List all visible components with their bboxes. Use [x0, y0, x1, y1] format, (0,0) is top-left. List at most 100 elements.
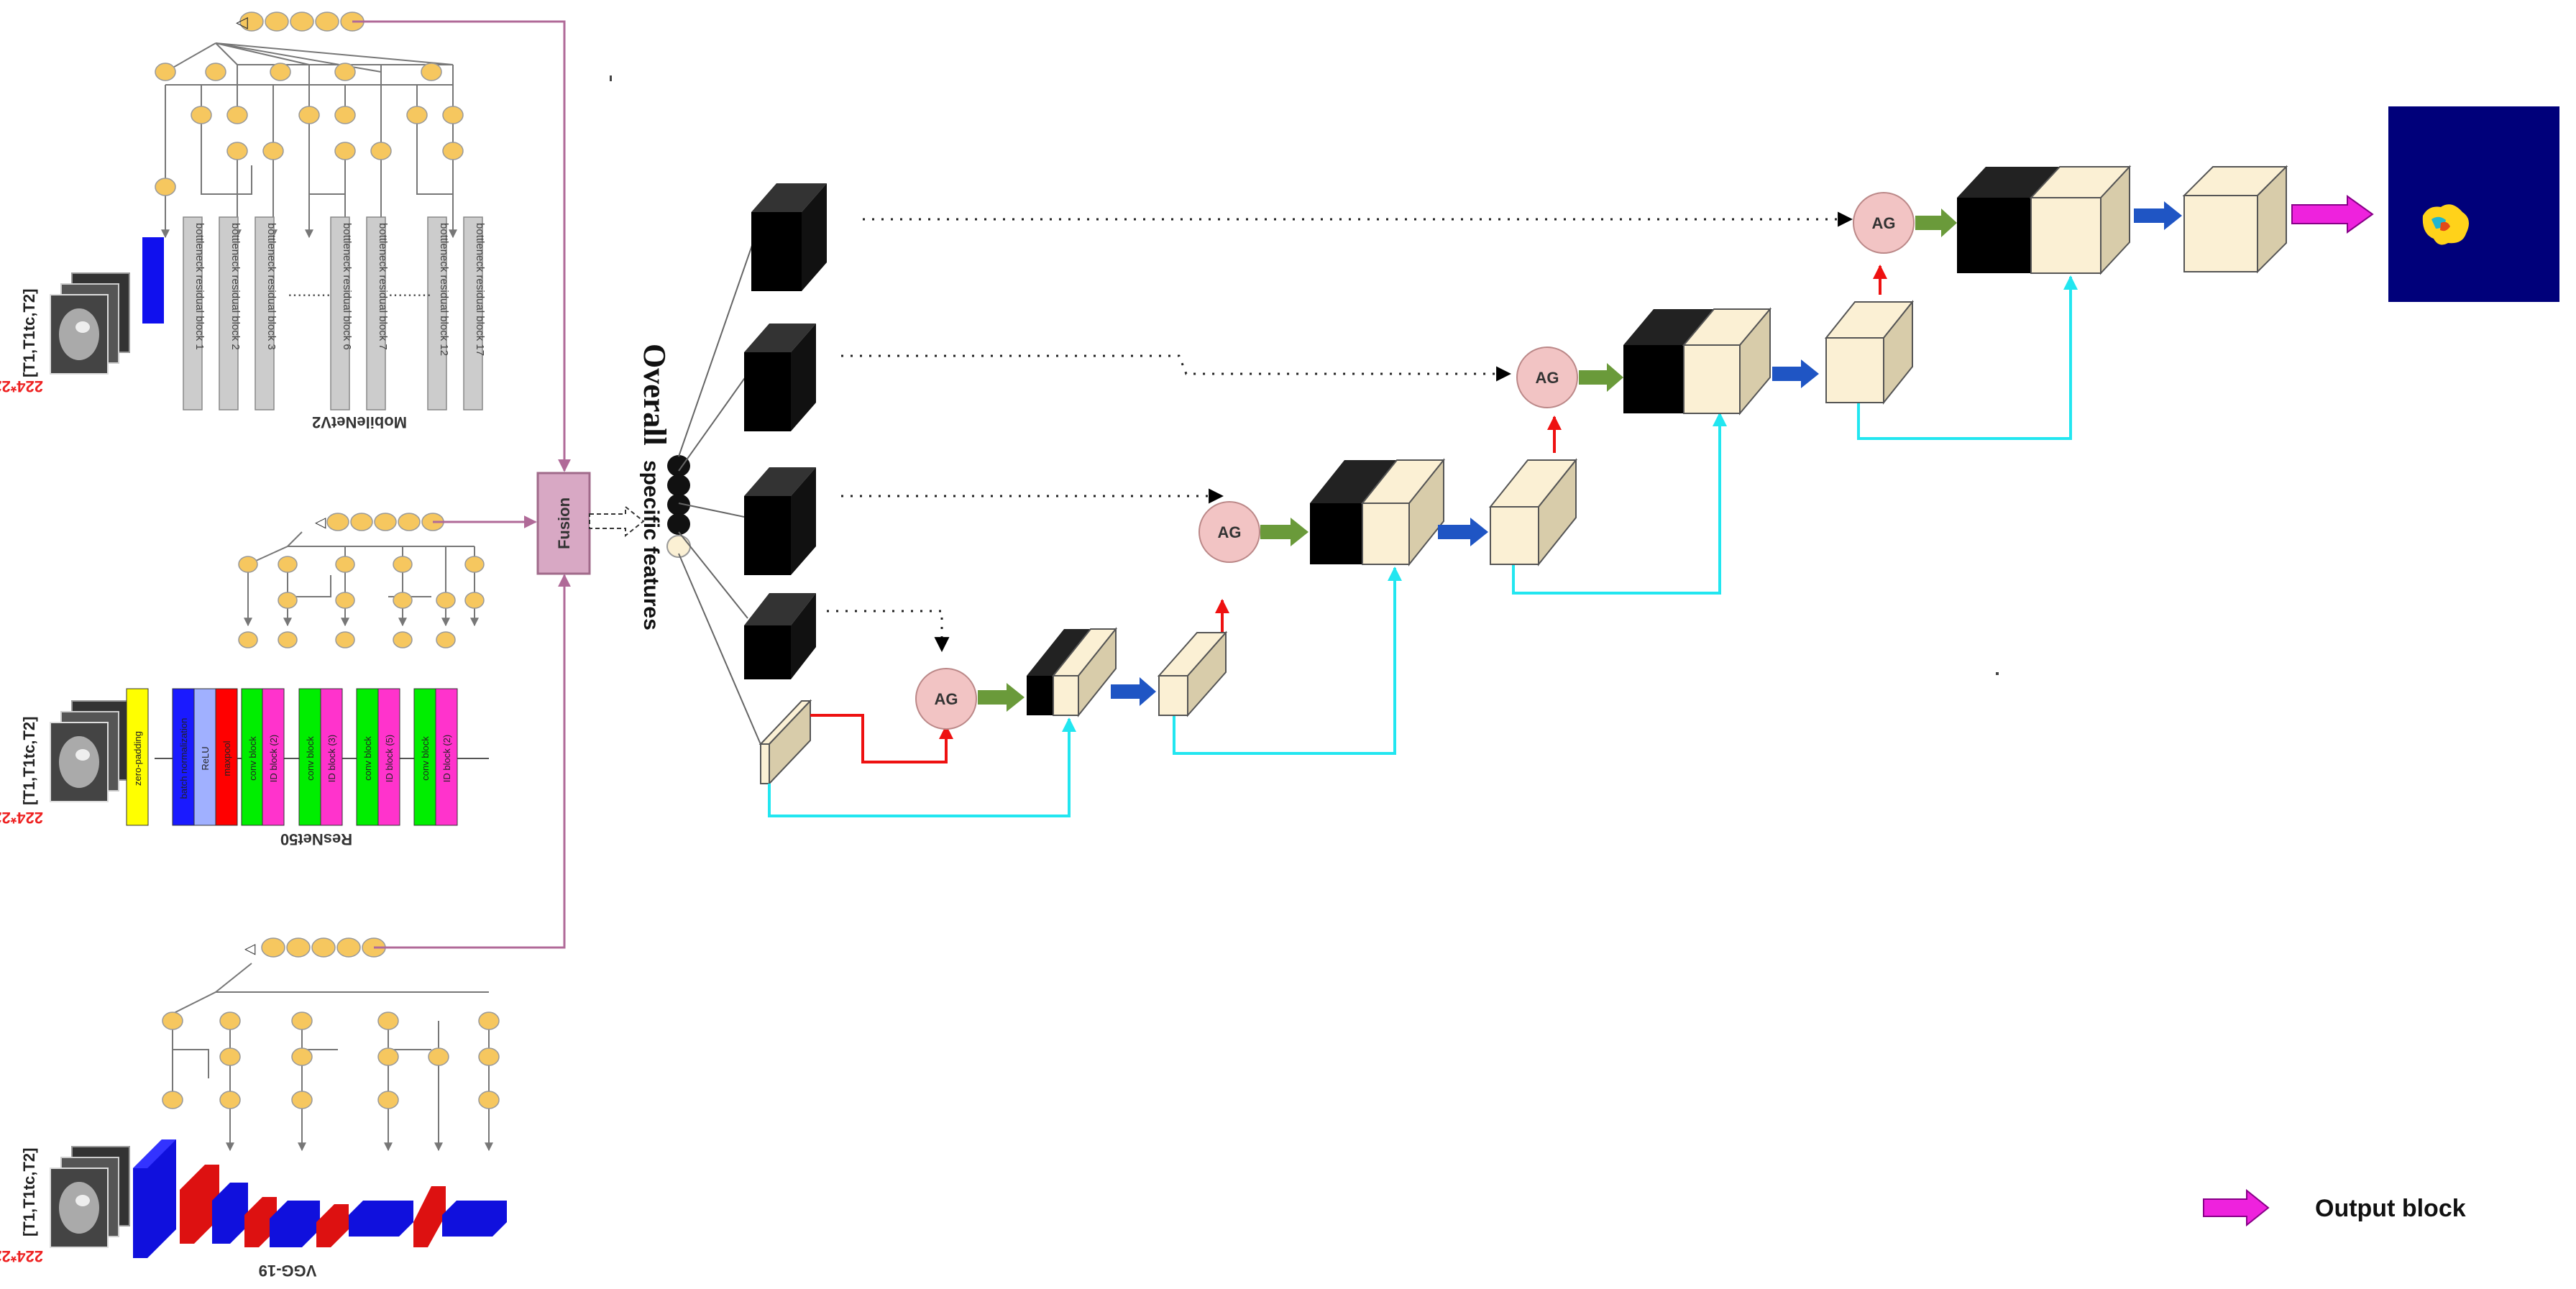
gate-skip-connections [827, 211, 1853, 653]
mobilenet-input-modalities: [T1,T1tc,T2] [20, 289, 38, 377]
vgg-input-size: 224*224*3 [0, 1247, 43, 1265]
concat-block-2 [1310, 458, 1446, 566]
resnet-layer-label: ID block (5) [384, 735, 395, 782]
upsampled-cubes [1157, 165, 2288, 717]
feature-nodes [666, 455, 691, 558]
mobilenet-block [366, 216, 386, 410]
resnet-input-size: 224*224*3 [0, 809, 43, 827]
resnet-layer [262, 688, 285, 826]
mobilenet-block-label: bottleneck residual block 6 [341, 223, 353, 350]
resnet-layer [193, 688, 216, 826]
vgg-section: ◁ [T1,T1tc,T2] 224*224*3 VGG-19 [0, 937, 507, 1280]
resnet-nodes [238, 513, 485, 648]
attention-gate-4-label: AG [1872, 214, 1896, 232]
resnet-output-glyph: ◁ [315, 515, 326, 531]
resnet-name: ResNet50 [280, 830, 352, 848]
resnet-layer [126, 688, 149, 826]
mobilenet-block-label: bottleneck residual block 17 [474, 223, 486, 356]
attention-gates: AG AG AG AG [915, 192, 1915, 730]
resnet-layer [241, 688, 264, 826]
resnet-layer-label: conv block [305, 736, 316, 781]
cyan-skip-connections [768, 275, 2078, 817]
vgg-nodes [162, 937, 500, 1109]
vgg-graph [168, 963, 493, 1152]
attention-gate-2-label: AG [1218, 523, 1242, 541]
vgg-output-glyph: ◁ [244, 941, 256, 957]
concat-arrows [978, 208, 1957, 712]
mobilenet-block-label: bottleneck residual block 3 [265, 223, 278, 350]
resnet-layer-label: maxpool [221, 740, 232, 776]
mobilenet-blocks: bottleneck residual block 1 bottleneck re… [183, 216, 486, 410]
encoder-cubes [744, 183, 827, 786]
mobilenet-name: MobileNetV2 [312, 413, 407, 431]
resnet-layer [377, 688, 400, 826]
mobilenet-block [255, 216, 275, 410]
resnet-layer-label: zero-padding [132, 731, 143, 786]
mobilenet-block-label: bottleneck residual block 2 [229, 223, 242, 350]
resnet-layer [435, 688, 458, 826]
upsampled-cube-2 [1488, 458, 1578, 566]
mobilenet-nodes [155, 12, 464, 196]
mobilenet-ellipsis-1: ......... [288, 281, 331, 301]
mobilenet-block-label: bottleneck residual block 1 [193, 223, 206, 350]
gating-signals [810, 265, 1887, 763]
fusion-connections [352, 20, 571, 949]
resnet-layer-label: conv block [420, 736, 431, 781]
mobilenet-ellipsis-2: ......... [388, 281, 431, 301]
upsampled-cube-1 [1157, 630, 1228, 717]
stray-mark [610, 75, 612, 81]
mobilenet-input-size: 224*224*3 [0, 377, 43, 395]
attention-gate-3: AG [1516, 347, 1578, 408]
mobilenet-block [463, 216, 483, 410]
mobilenet-block [219, 216, 239, 410]
vgg-layers [133, 1139, 507, 1258]
decoder-concat-blocks [1027, 165, 2132, 717]
resnet-input-images [50, 700, 130, 802]
mobilenet-input-layer [142, 237, 164, 324]
vgg-name: VGG-19 [259, 1262, 317, 1280]
resnet-layer-label: ID block (2) [441, 735, 452, 782]
resnet-input-modalities: [T1,T1tc,T2] [20, 717, 38, 805]
resnet-layer [413, 688, 436, 826]
upsampled-cube-4 [2182, 165, 2288, 274]
mobilenet-output-glyph: ◁ [236, 13, 248, 31]
legend: Output block [2203, 1188, 2466, 1227]
resnet-layer-label: ID block (2) [268, 735, 279, 782]
fusion-label: Fusion [555, 497, 573, 549]
features-subtitle: specific features [639, 460, 663, 630]
resnet-layer-label: ReLU [200, 746, 211, 770]
vgg-input-images [50, 1146, 130, 1248]
vgg-input-modalities: [T1,T1tc,T2] [20, 1148, 38, 1237]
resnet-layer [172, 688, 195, 826]
mobilenet-input-images [50, 272, 130, 375]
upsample-arrows [1111, 201, 2182, 706]
mobilenet-section: ◁ [T1,T1tc,T2] 224*224*3 bottleneck resi… [0, 12, 486, 431]
mobilenet-block-label: bottleneck residual block 12 [438, 223, 450, 356]
output-arrow [2291, 195, 2374, 234]
resnet-graph [244, 531, 479, 627]
attention-gate-2: AG [1198, 501, 1260, 563]
resnet-layer-label: ID block (3) [326, 735, 337, 782]
resnet-layers: zero-padding batch normalization ReLU maxpo… [126, 688, 458, 826]
resnet-layer-label: batch normalization [178, 718, 189, 799]
attention-gate-3-label: AG [1536, 369, 1559, 387]
concat-block-3 [1623, 307, 1772, 416]
concat-block-4 [1957, 165, 2132, 275]
legend-output-label: Output block [2315, 1195, 2466, 1222]
attention-gate-1-label: AG [935, 690, 958, 708]
fusion-block: Fusion [536, 472, 591, 575]
resnet-layer-label: conv block [362, 736, 373, 781]
mobilenet-block [427, 216, 447, 410]
resnet-layer [320, 688, 343, 826]
resnet-layer [215, 688, 238, 826]
legend-output-arrow [2203, 1188, 2270, 1227]
stray-dot [1996, 672, 1999, 675]
mobilenet-block-label: bottleneck residual block 7 [377, 223, 389, 350]
attention-gate-1: AG [915, 668, 977, 730]
features-title: Overall [637, 344, 672, 446]
mobilenet-block [330, 216, 350, 410]
resnet-layer [356, 688, 379, 826]
resnet-layer-label: conv block [247, 736, 258, 781]
mobilenet-block [183, 216, 203, 410]
